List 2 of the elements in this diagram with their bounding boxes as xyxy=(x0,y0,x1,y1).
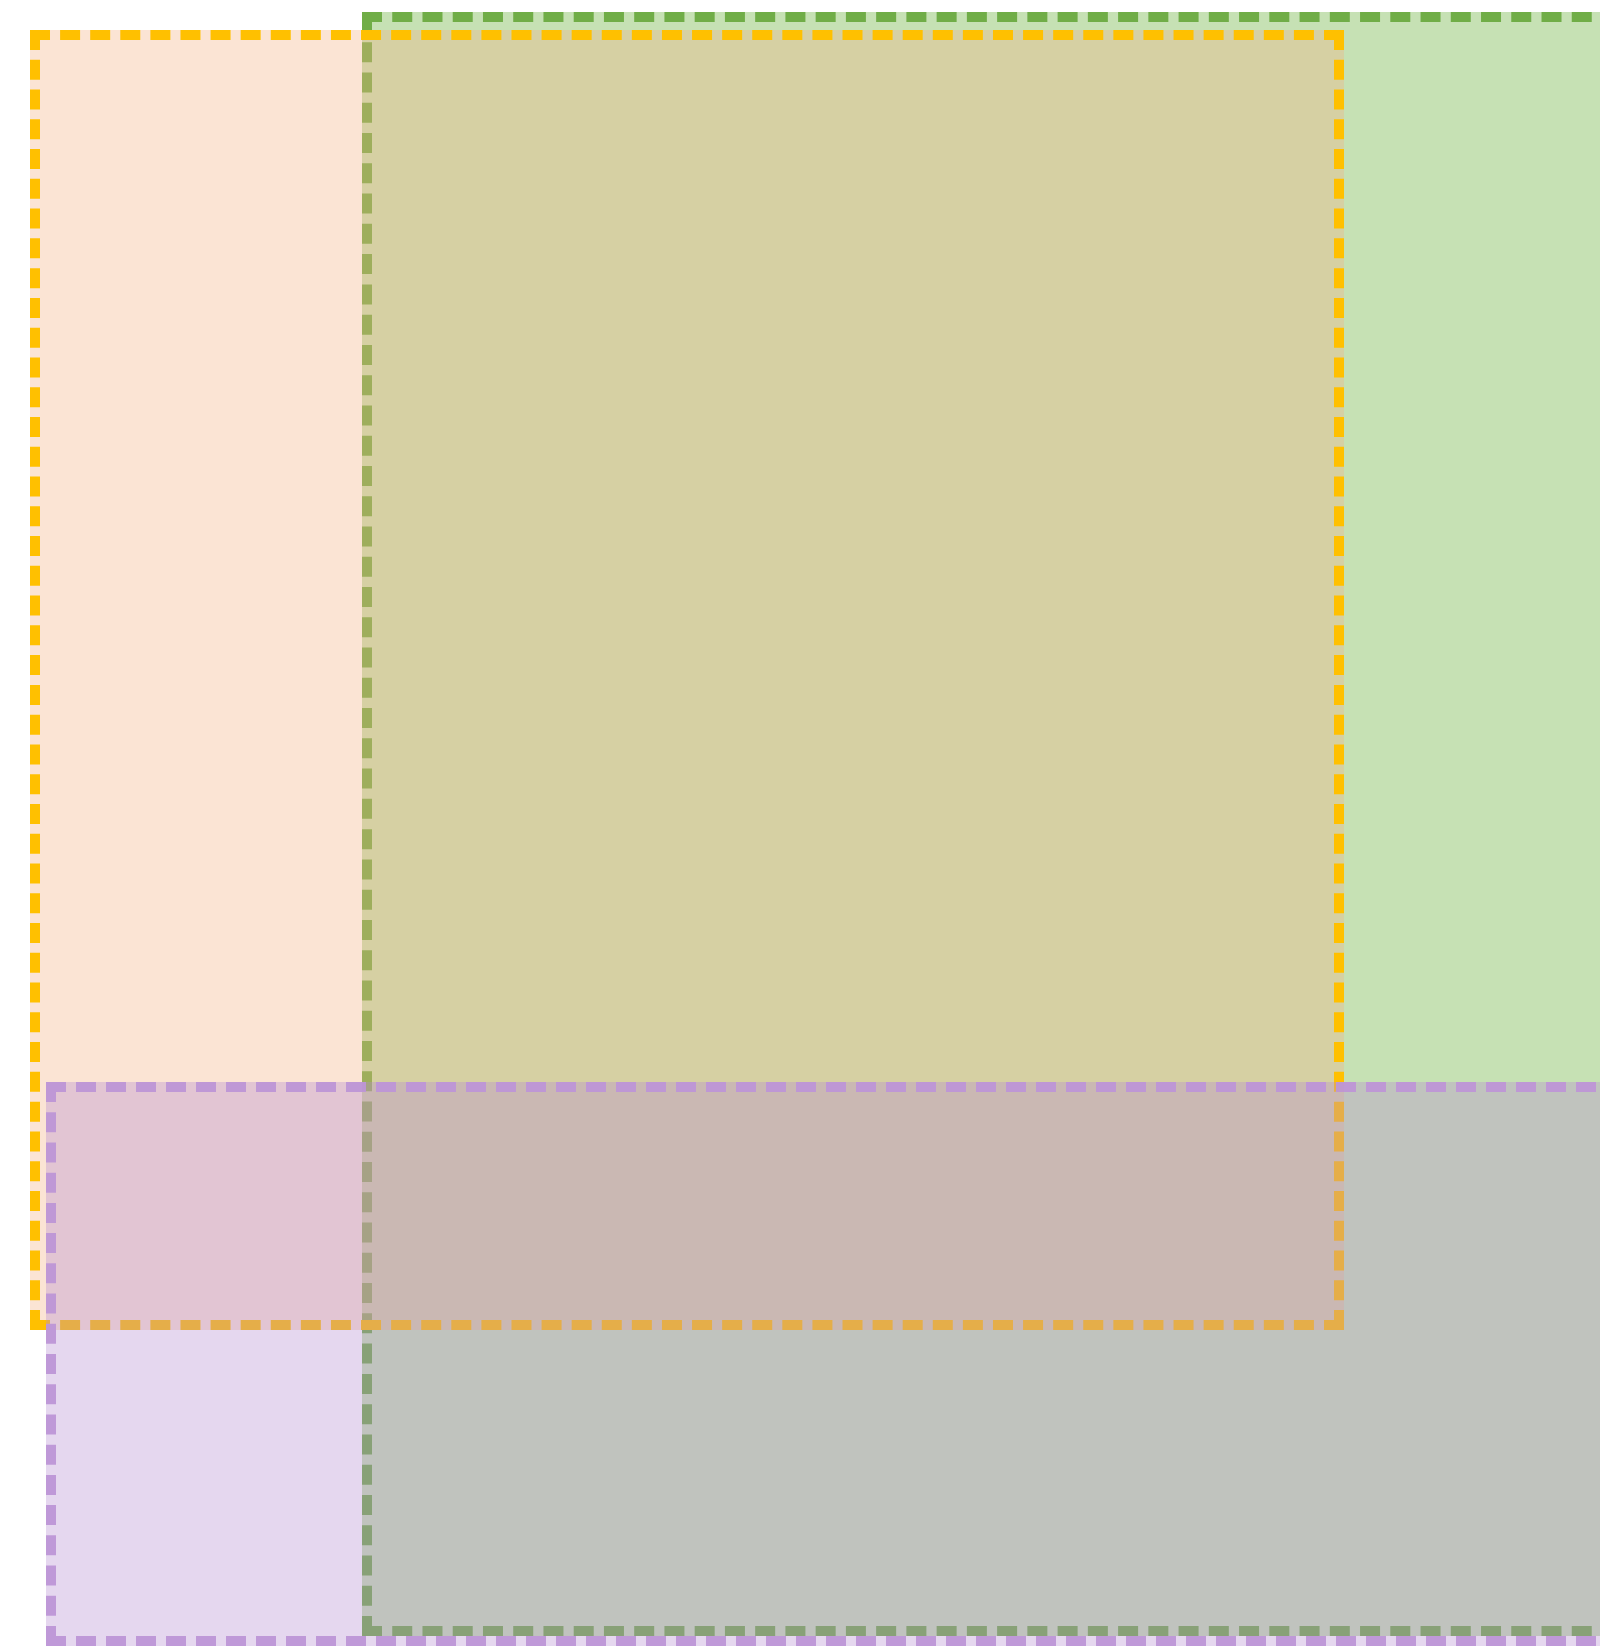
dashed-region xyxy=(30,30,1344,1330)
dashed-region xyxy=(46,1082,1600,1646)
